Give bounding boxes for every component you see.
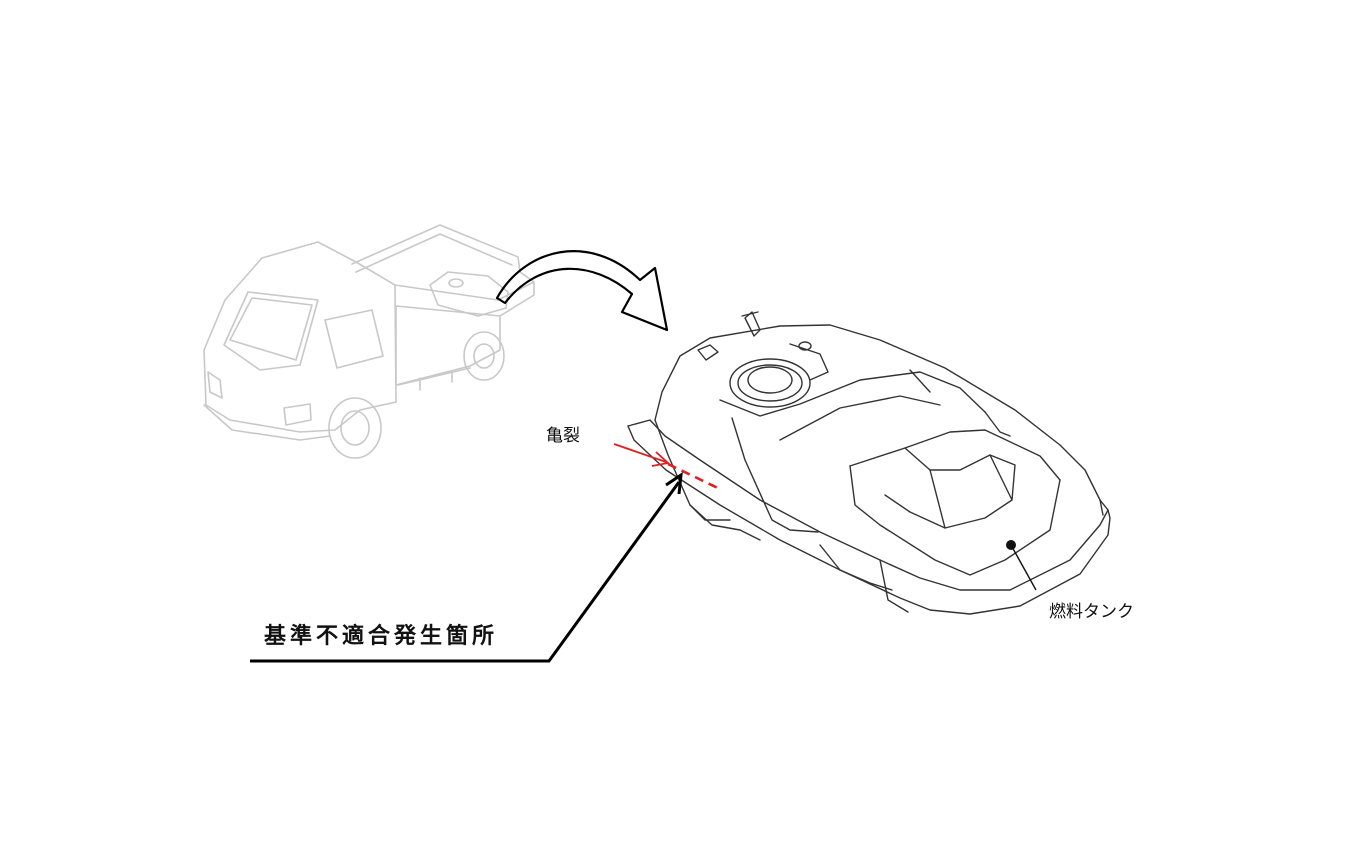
fuel-tank-label: 燃料タンク: [1049, 602, 1134, 622]
tank-leader-line: [1006, 540, 1037, 591]
fuel-tank-icon: [627, 311, 1111, 615]
crack-label: 亀裂: [546, 426, 580, 446]
truck-icon: [203, 224, 535, 459]
curved-arrow: [495, 250, 669, 332]
defect-leader-line: [250, 471, 683, 663]
defect-location-label: 基準不適合発生箇所: [264, 624, 499, 649]
crack-marker: [613, 443, 723, 492]
